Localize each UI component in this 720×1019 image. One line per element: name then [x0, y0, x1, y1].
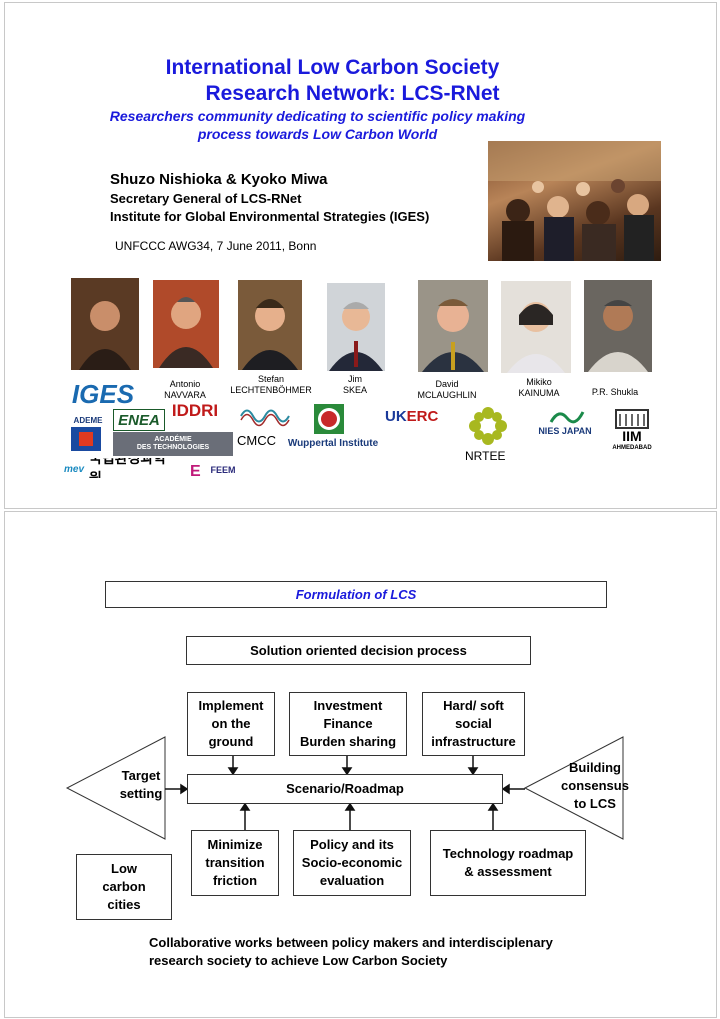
nrtee-label: NRTEE	[465, 449, 506, 463]
name-mikiko: Mikiko KAINUMA	[518, 377, 560, 398]
slide-1: International Low Carbon Society Researc…	[4, 2, 717, 509]
nrtee-flower-icon	[467, 405, 509, 447]
technology-roadmap-box: Technology roadmap & assessment	[430, 830, 586, 896]
wuppertal-mark-icon	[311, 402, 347, 436]
cmcc-label: CMCC	[237, 433, 276, 448]
subtitle-line-1: Researchers community dedicating to scie…	[109, 108, 526, 124]
photo-shukla	[584, 280, 652, 372]
slide-2: Formulation of LCS Solution oriented dec…	[4, 511, 717, 1018]
feem-logo: E FEEM	[190, 463, 236, 479]
name-antonio: Antonio NAVVARA	[164, 379, 206, 400]
mev-logo: mev	[63, 463, 84, 475]
investment-box: Investment Finance Burden sharing	[289, 692, 407, 756]
svg-text:E: E	[190, 463, 201, 479]
decision-process-box: Solution oriented decision process	[186, 636, 531, 665]
low-carbon-cities-box: Low carbon cities	[76, 854, 172, 920]
authors: Shuzo Nishioka & Kyoko Miwa	[110, 171, 328, 188]
ademe-mark-icon	[71, 427, 101, 451]
photo-mikiko	[501, 281, 571, 373]
subtitle-line-2: process towards Low Carbon World	[197, 126, 438, 142]
academie-logo: ACADÉMIE DES TECHNOLOGIES	[113, 432, 233, 456]
implement-box: Implement on the ground	[187, 692, 275, 756]
affiliation-line-1: Secretary General of LCS-RNet	[110, 191, 302, 206]
nies-logo: NIES JAPAN	[537, 403, 593, 439]
cmcc-logo-icon	[237, 405, 297, 427]
name-shukla: P.R. Shukla	[591, 387, 639, 397]
scenario-roadmap-box: Scenario/Roadmap	[187, 774, 503, 804]
photo-stefan-1	[153, 280, 219, 368]
iim-logo: IIM AHMEDABAD	[603, 401, 661, 459]
title-line-2: Research Network: LCS-RNet	[205, 82, 500, 105]
target-setting-label: Target setting	[119, 768, 163, 801]
name-jim: Jim SKEA	[342, 374, 367, 395]
minimize-friction-box: Minimize transition friction	[191, 830, 279, 896]
title-line-1: International Low Carbon Society	[165, 56, 500, 79]
policy-evaluation-box: Policy and its Socio-economic evaluation	[293, 830, 411, 896]
formulation-header: Formulation of LCS	[105, 581, 607, 608]
conference-photo	[488, 141, 661, 261]
diagram-lines	[65, 736, 624, 840]
iddri-logo: IDDRI	[171, 401, 219, 420]
footer-note: Collaborative works between policy maker…	[149, 935, 553, 968]
photo-david	[418, 280, 488, 372]
ukerc-logo: UKERC	[385, 408, 439, 425]
name-david: David MCLAUGHLIN	[417, 379, 477, 400]
wuppertal-logo: Wuppertal Institute	[287, 437, 379, 449]
infrastructure-box: Hard/ soft social infrastructure	[422, 692, 525, 756]
photo-jim	[327, 283, 385, 371]
ademe-logo: ADEME	[73, 415, 103, 425]
korea-nier-logo: 국립환경과학원	[89, 458, 167, 478]
photo-stefan	[238, 280, 302, 370]
name-stefan: Stefan LECHTENBÖHMER	[230, 374, 312, 395]
enea-logo: ENEA	[113, 409, 165, 431]
photo-antonio	[71, 278, 139, 370]
affiliation-line-2: Institute for Global Environmental Strat…	[110, 209, 430, 224]
building-consensus-label: Building consensus to LCS	[561, 760, 629, 811]
event-info: UNFCCC AWG34, 7 June 2011, Bonn	[115, 239, 317, 253]
iges-logo: IGES	[71, 379, 135, 409]
